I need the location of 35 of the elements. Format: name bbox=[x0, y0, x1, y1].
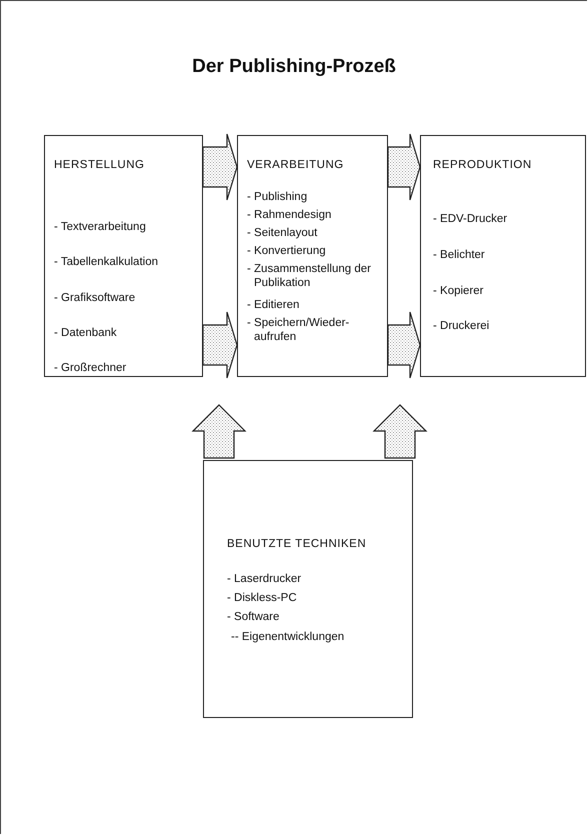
diagram-title: Der Publishing-Prozeß bbox=[191, 56, 397, 78]
block-arrow bbox=[202, 311, 238, 379]
block-arrow bbox=[202, 133, 238, 201]
box-heading: HERSTELLUNG bbox=[54, 158, 144, 172]
list-item: - Zusammenstellung der Publikation bbox=[247, 262, 372, 290]
list-item: - EDV-Drucker bbox=[433, 212, 508, 226]
block-arrow bbox=[192, 404, 246, 459]
process-box bbox=[420, 135, 586, 377]
process-box bbox=[237, 135, 388, 377]
box-heading: VERARBEITUNG bbox=[247, 158, 344, 172]
list-item: - Speichern/Wieder-aufrufen bbox=[247, 316, 350, 344]
list-item: - Druckerei bbox=[433, 319, 490, 333]
list-item: - Diskless-PC bbox=[227, 591, 297, 605]
list-item: - Editieren bbox=[247, 298, 300, 312]
block-arrow bbox=[372, 404, 428, 459]
block-arrow bbox=[387, 133, 421, 201]
list-item: - Laserdrucker bbox=[227, 572, 302, 586]
list-item: - Grafiksoftware bbox=[54, 291, 136, 305]
process-box bbox=[203, 460, 413, 718]
box-heading: BENUTZTE TECHNIKEN bbox=[227, 537, 366, 551]
list-item: - Kopierer bbox=[433, 284, 484, 298]
list-item: -- Eigenentwicklungen bbox=[231, 630, 344, 644]
list-item: - Datenbank bbox=[54, 326, 117, 340]
list-item: - Seitenlayout bbox=[247, 226, 318, 240]
list-item: - Großrechner bbox=[54, 361, 126, 375]
list-item: - Publishing bbox=[247, 190, 308, 204]
list-item: - Tabellenkalkulation bbox=[54, 255, 158, 269]
block-arrow bbox=[387, 311, 421, 379]
box-heading: REPRODUKTION bbox=[433, 158, 532, 172]
list-item: - Rahmendesign bbox=[247, 208, 332, 222]
list-item: - Belichter bbox=[433, 248, 485, 262]
list-item: - Konvertierung bbox=[247, 244, 326, 258]
list-item: - Software bbox=[227, 610, 280, 624]
list-item: - Textverarbeitung bbox=[54, 220, 146, 234]
process-box bbox=[44, 135, 203, 377]
